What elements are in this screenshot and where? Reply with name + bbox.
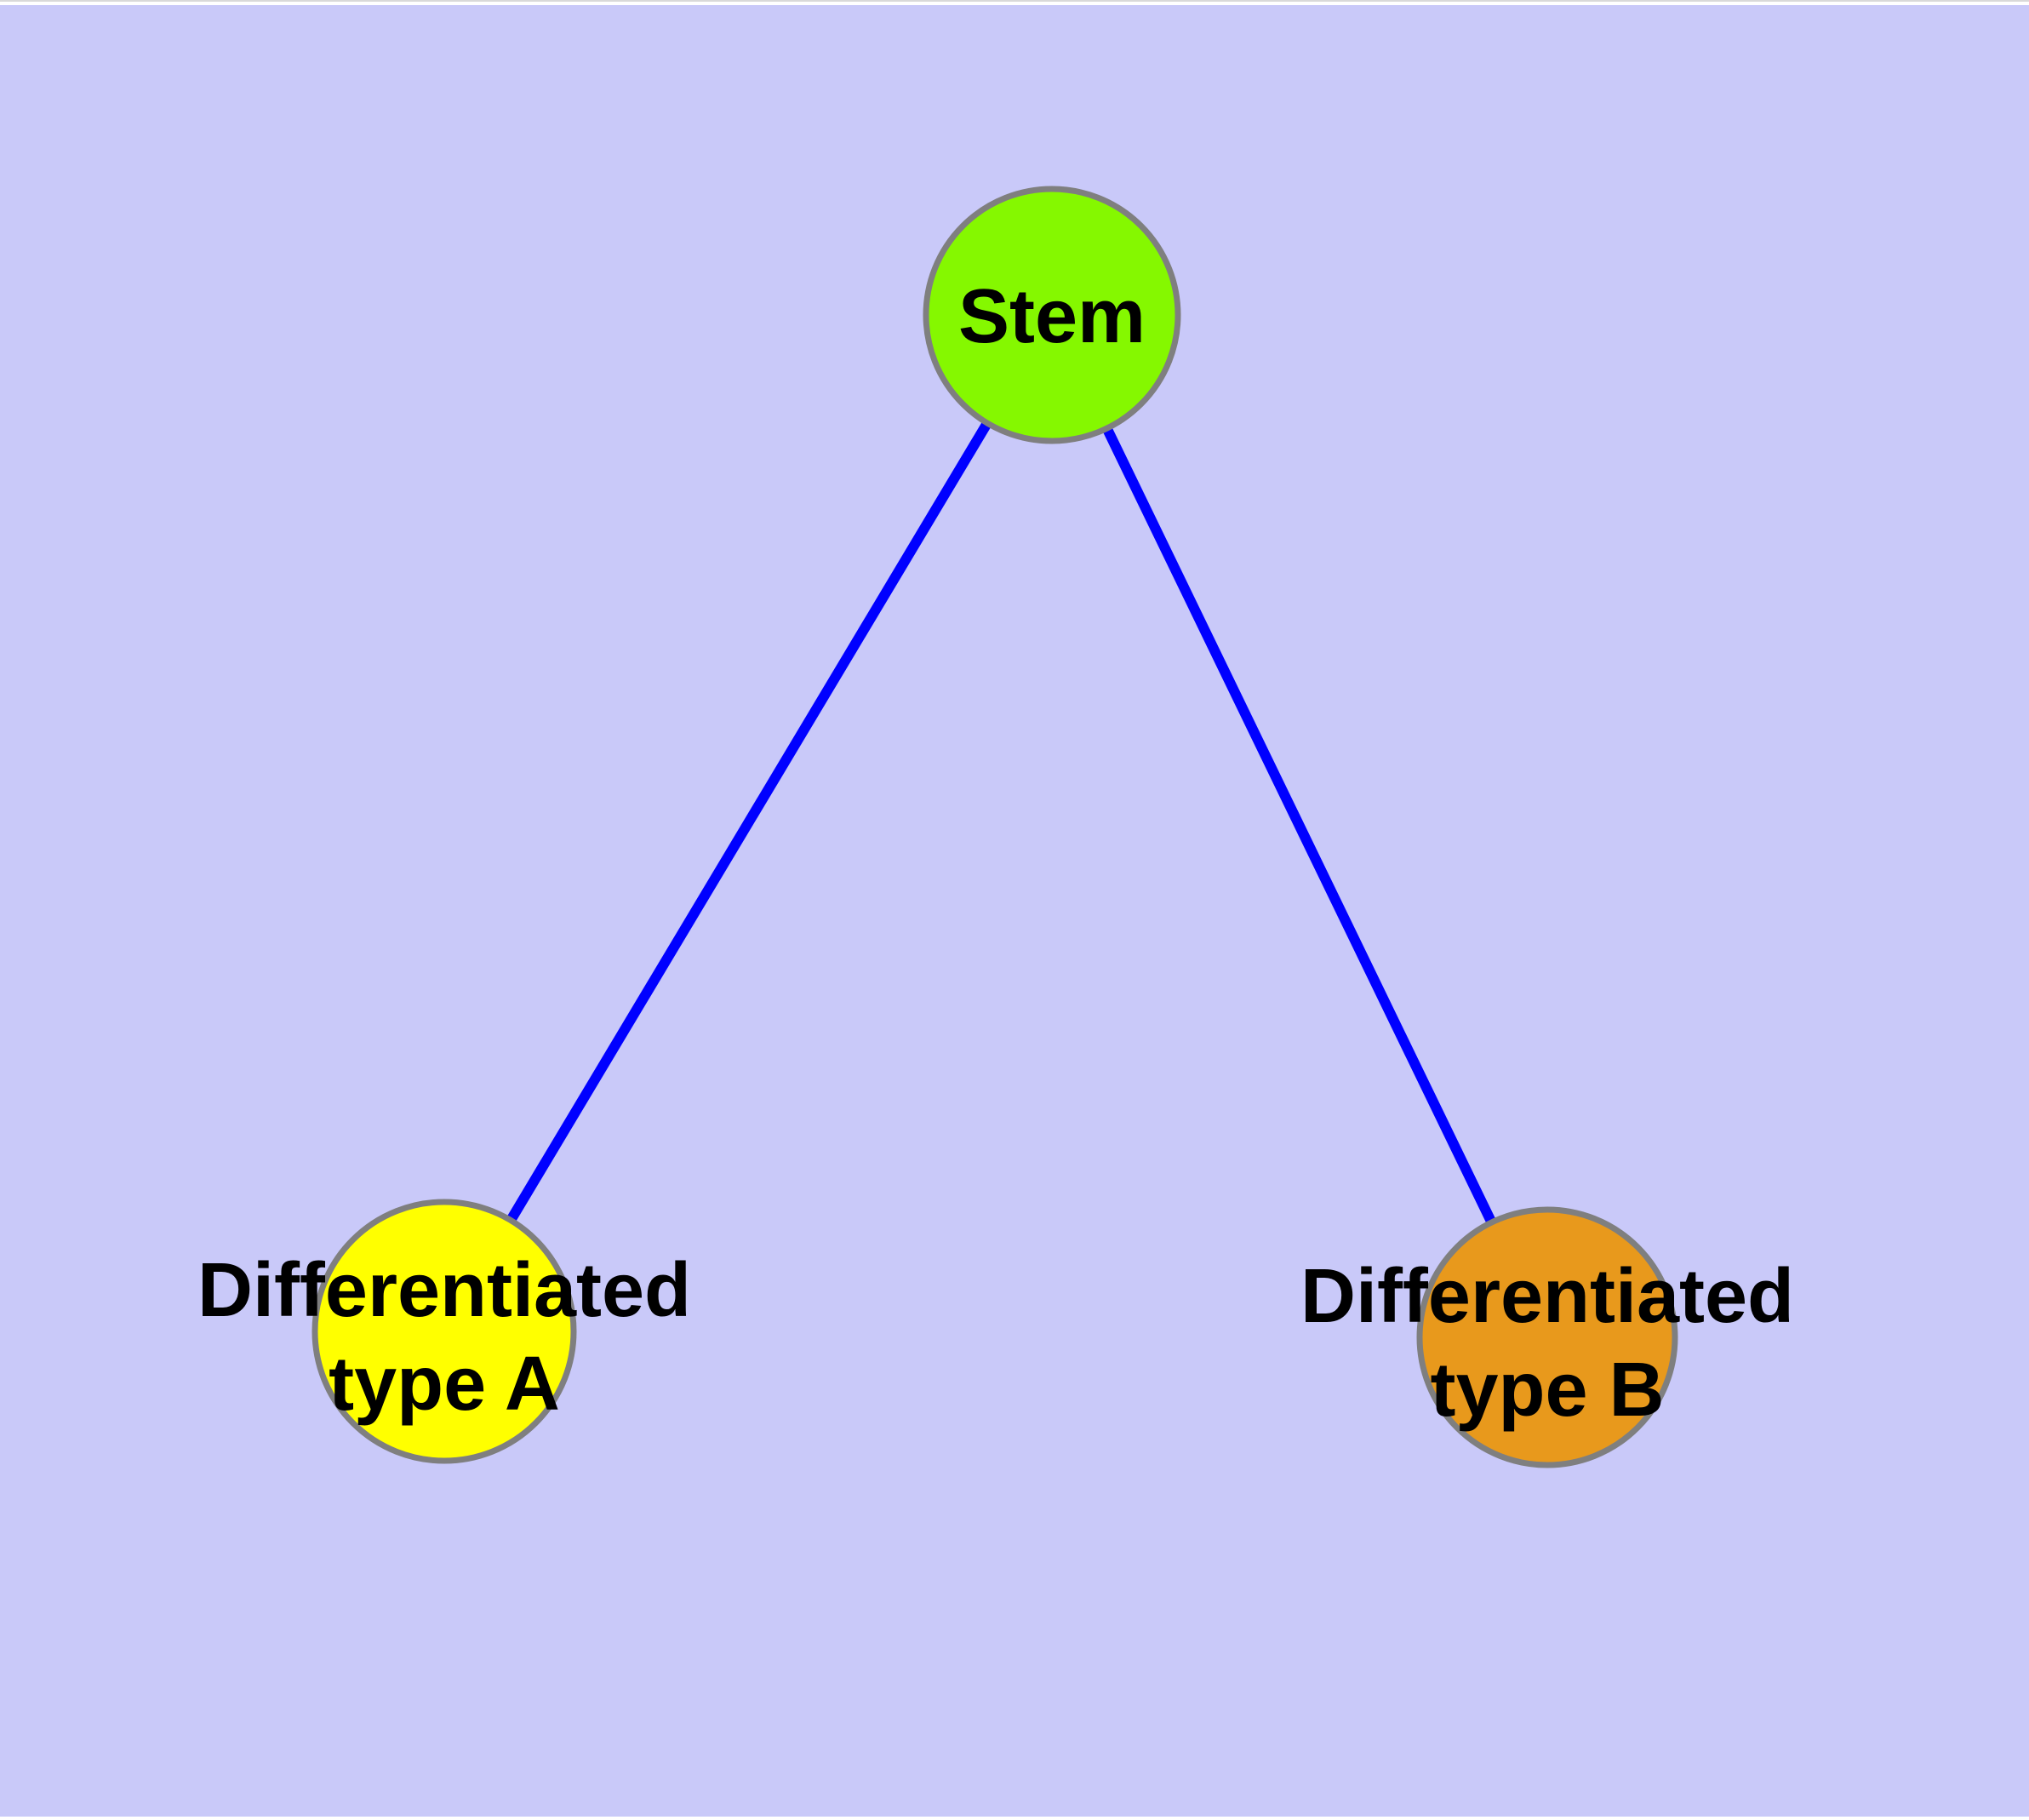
- node-differentiated-type-b[interactable]: [1416, 1206, 1678, 1468]
- node-stem[interactable]: [923, 186, 1181, 444]
- top-hairline: [0, 0, 2029, 2]
- node-type-a-label-line1: Differentiated: [197, 1248, 691, 1333]
- node-stem-label: Stem: [958, 274, 1146, 359]
- node-type-a-label-line2: type A: [329, 1342, 560, 1427]
- node-type-b-label-line1: Differentiated: [1300, 1254, 1794, 1339]
- edge-stem-to-type-b: [1047, 312, 1552, 1340]
- edge-stem-to-type-a: [439, 312, 1057, 1335]
- node-differentiated-type-a[interactable]: [311, 1199, 577, 1464]
- node-type-b-label-line2: type B: [1430, 1348, 1664, 1433]
